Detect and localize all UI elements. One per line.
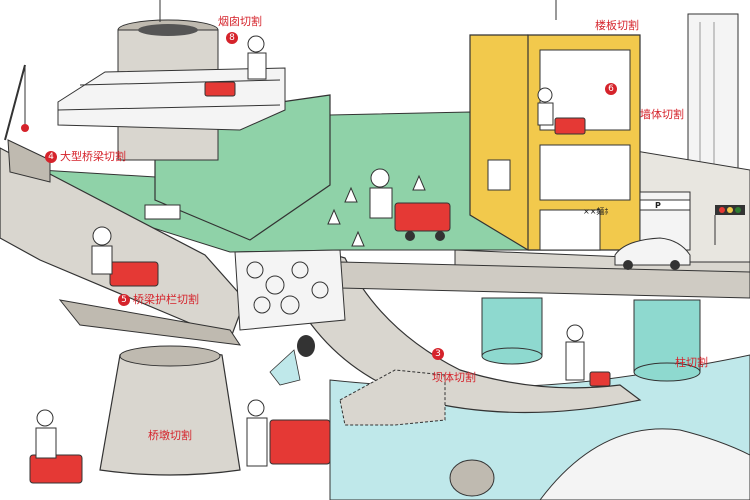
shop-sign: ××麺ﾎ	[583, 207, 609, 216]
label-tunnel-number: 3	[432, 348, 447, 360]
bridge-pier	[99, 349, 241, 476]
label-pier-cutting: 桥墩切割	[148, 429, 192, 442]
label-tunnel-cutting: 坝体切割	[432, 371, 476, 384]
worker-building	[537, 87, 554, 126]
number-badge: 6	[605, 83, 617, 95]
bridge-cut-piece	[7, 139, 51, 183]
worker-pier	[35, 409, 57, 459]
label-column-cutting: 柱切割	[675, 356, 708, 369]
label-chimney-number: 8	[226, 32, 241, 44]
dam-cut-block	[339, 369, 446, 426]
worker-chimney	[247, 35, 267, 80]
crane-arm	[4, 64, 26, 141]
car	[614, 237, 691, 266]
machine-bottom	[269, 419, 331, 465]
column-2	[633, 299, 701, 373]
machine-chimney	[204, 81, 236, 97]
sand-mound	[539, 428, 750, 500]
column-1	[481, 297, 543, 357]
label-chimney-cutting: 烟囱切割	[218, 15, 262, 28]
number-badge: 5	[118, 294, 130, 306]
number-badge: 3	[432, 348, 444, 360]
number-badge: 8	[226, 32, 238, 44]
label-floor-slab-cutting: 楼板切割	[595, 19, 639, 32]
worker-bottom	[246, 399, 268, 467]
pipe	[449, 459, 495, 497]
label-wall-number: 6	[605, 83, 620, 95]
label-wall-cutting: 墙体切割	[640, 108, 684, 121]
dam-pipe	[297, 335, 315, 357]
bridge-railing	[58, 299, 242, 346]
machine-column	[589, 371, 611, 387]
machine-pier	[29, 454, 83, 484]
machine-building	[554, 117, 586, 135]
worker-green	[369, 168, 393, 219]
parking-sign: P	[655, 201, 661, 210]
machine-green-area	[394, 202, 451, 232]
worker-bridge	[91, 226, 113, 275]
number-badge: 4	[45, 151, 57, 163]
worker-column	[565, 324, 585, 381]
machine-bridge	[109, 261, 159, 287]
dam-waterfall	[269, 349, 301, 386]
